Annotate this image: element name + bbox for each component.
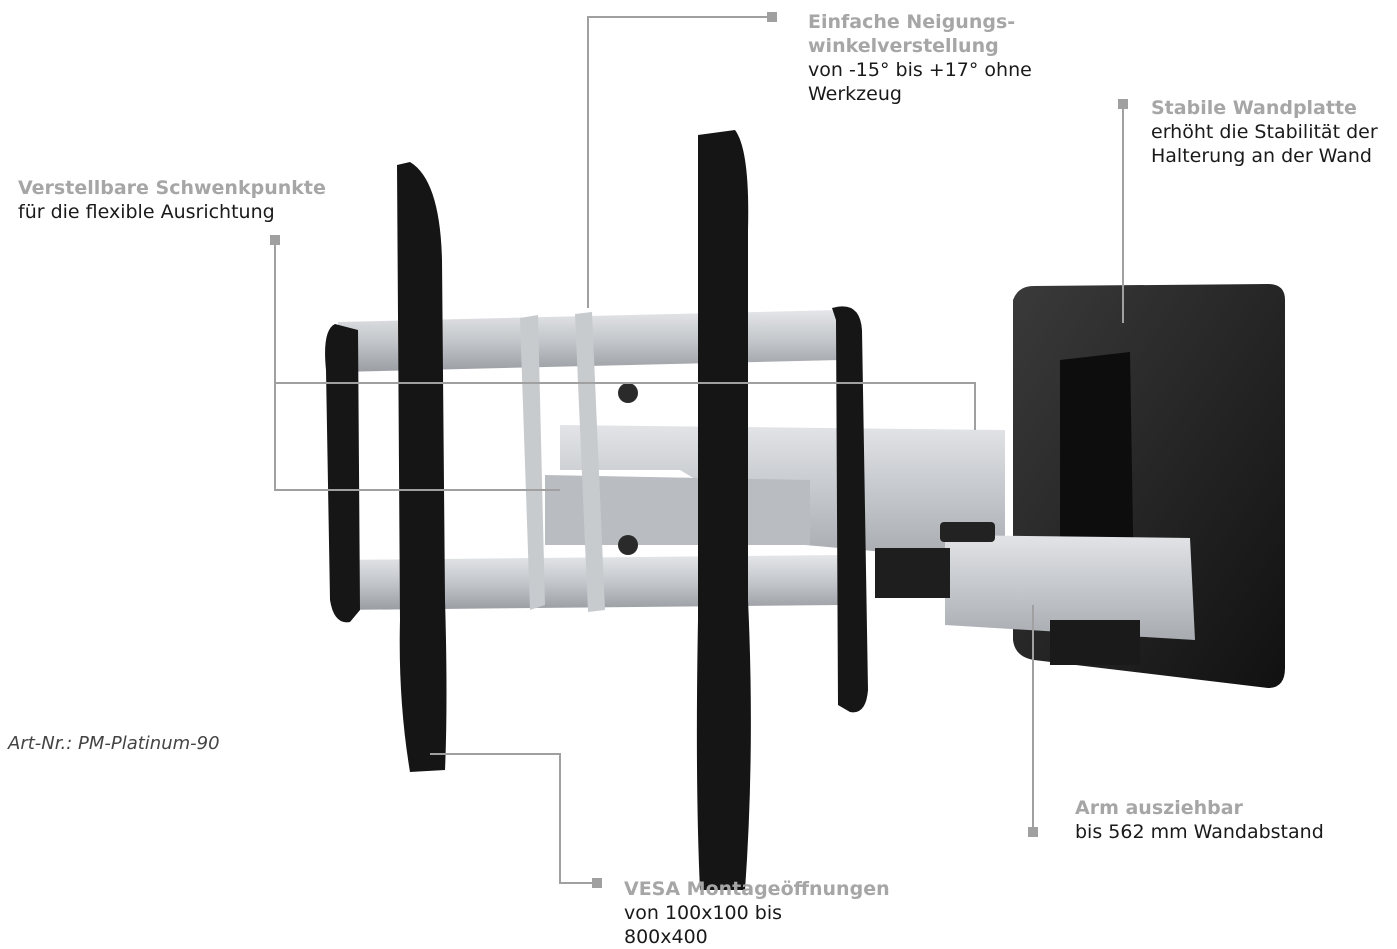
rail-end-caps (325, 306, 868, 713)
callout-wallplate: Stabile Wandplatte erhöht die Stabilität… (1151, 96, 1378, 168)
callout-vesa-title: VESA Montageöffnungen (624, 878, 890, 900)
leader-pivots-upper (275, 382, 976, 430)
leader-marker-wallplate (1118, 99, 1128, 109)
leader-marker-tilt (767, 12, 777, 22)
callout-arm-desc: bis 562 mm Wandabstand (1075, 821, 1324, 843)
swing-arm (545, 425, 1195, 665)
article-number: Art-Nr.: PM-Platinum-90 (8, 733, 220, 754)
tilt-brackets (520, 312, 638, 612)
callout-tilt-title-line1: Einfache Neigungs- (808, 11, 1016, 33)
callout-tilt-desc-line1: von -15° bis +17° ohne (808, 59, 1032, 81)
callout-wallplate-title: Stabile Wandplatte (1151, 97, 1357, 119)
callout-vesa-desc-line2: 800x400 (624, 926, 708, 948)
callout-arm-title: Arm ausziehbar (1075, 797, 1243, 819)
callout-arm: Arm ausziehbar bis 562 mm Wandabstand (1075, 796, 1324, 844)
callout-vesa-desc-line1: von 100x100 bis (624, 902, 783, 924)
callout-tilt-desc-line2: Werkzeug (808, 83, 902, 105)
callout-pivots-title: Verstellbare Schwenkpunkte (18, 177, 326, 199)
callout-vesa: VESA Montageöffnungen von 100x100 bis 80… (624, 877, 890, 949)
vesa-bars (397, 130, 751, 890)
leader-marker-vesa (592, 878, 602, 888)
callout-pivots: Verstellbare Schwenkpunkte für die flexi… (18, 176, 326, 224)
leader-vesa (430, 753, 597, 884)
callout-pivots-desc: für die flexible Ausrichtung (18, 201, 275, 223)
leader-pivots (274, 240, 560, 491)
callout-wallplate-desc-line2: Halterung an der Wand (1151, 145, 1372, 167)
callout-tilt: Einfache Neigungs- winkelverstellung von… (808, 10, 1032, 106)
leader-marker-arm (1028, 827, 1038, 837)
callout-wallplate-desc-line1: erhöht die Stabilität der (1151, 121, 1378, 143)
callout-tilt-title-line2: winkelverstellung (808, 35, 999, 57)
leader-tilt (587, 16, 772, 308)
leader-marker-pivots (270, 235, 280, 245)
